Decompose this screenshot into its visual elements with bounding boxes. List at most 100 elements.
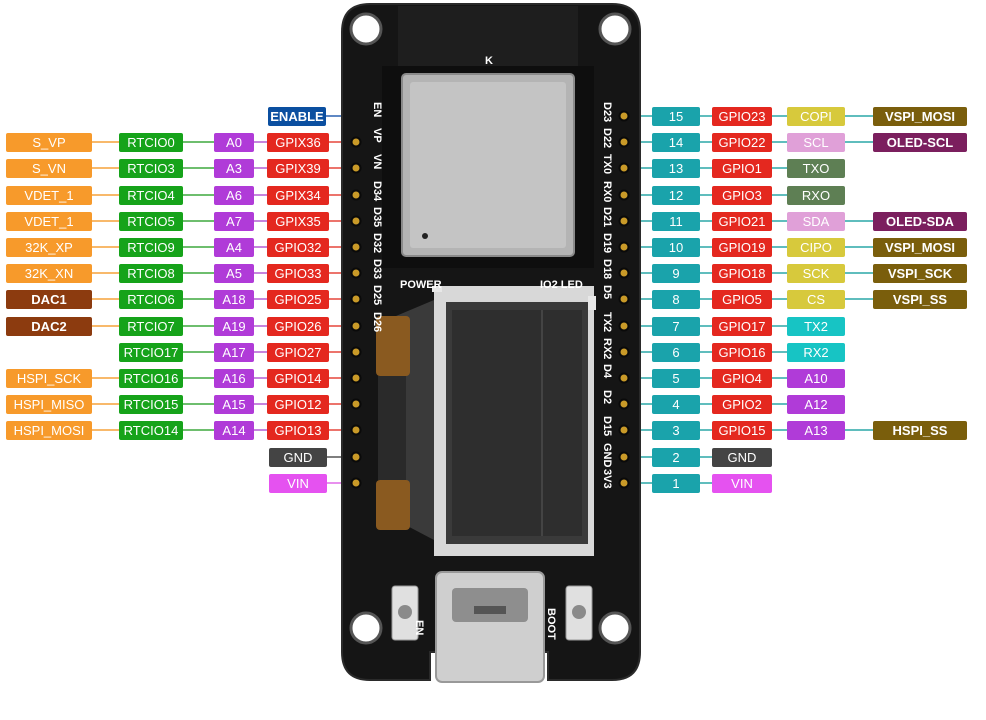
pin-tag-orange: HSPI_SCK bbox=[6, 368, 92, 388]
pin-tag-purple: A15 bbox=[214, 394, 254, 414]
pin-tag-red: GPIO2 bbox=[712, 394, 772, 414]
pin-tag-navy: ENABLE bbox=[268, 106, 326, 126]
silk-label-right: D19 bbox=[601, 233, 613, 254]
mounting-hole bbox=[598, 611, 632, 645]
header-pin bbox=[618, 267, 630, 279]
boot-button-cap bbox=[572, 605, 586, 619]
pin-tag-purple: A19 bbox=[214, 316, 254, 336]
antenna-area bbox=[398, 6, 578, 68]
pin-tag-darkgreen: RXO bbox=[787, 185, 845, 205]
header-pin bbox=[350, 320, 362, 332]
silk-label-right: RX2 bbox=[601, 338, 613, 360]
silk-label-right: D4 bbox=[601, 364, 613, 379]
silk-en: EN bbox=[413, 620, 425, 636]
header-pin bbox=[618, 189, 630, 201]
header-pin bbox=[618, 162, 630, 174]
pin-tag-red: GPIX36 bbox=[267, 132, 329, 152]
silk-label-right: GND bbox=[601, 443, 613, 468]
header-pin bbox=[618, 320, 630, 332]
mounting-hole bbox=[349, 611, 383, 645]
shield-inner bbox=[410, 82, 566, 248]
header-pin bbox=[618, 424, 630, 436]
pin-tag-olive: HSPI_SS bbox=[873, 420, 967, 440]
pin-tag-purple: A16 bbox=[214, 368, 254, 388]
silk-io2-led: IO2 LED bbox=[540, 279, 583, 291]
pin-tag-pink: SDA bbox=[787, 211, 845, 231]
pin-tag-cyan: RX2 bbox=[787, 342, 845, 362]
pin-tag-purple: A14 bbox=[214, 420, 254, 440]
header-pin bbox=[350, 293, 362, 305]
header-pin bbox=[618, 398, 630, 410]
pin-tag-darkgreen: TXO bbox=[787, 158, 845, 178]
silk-label-left: EN bbox=[371, 102, 383, 118]
pin-tag-purple: A5 bbox=[214, 263, 254, 283]
pin-tag-red: GPIO1 bbox=[712, 158, 772, 178]
pin-tag-purple: A7 bbox=[214, 211, 254, 231]
pin-tag-red: GPIX39 bbox=[267, 158, 329, 178]
silk-label-right: D22 bbox=[601, 128, 613, 149]
pin-tag-teal: 10 bbox=[652, 237, 700, 257]
pin-tag-red: GPIO5 bbox=[712, 289, 772, 309]
header-pin bbox=[618, 215, 630, 227]
power-led bbox=[432, 286, 442, 292]
pin1-dot bbox=[422, 233, 428, 239]
pin-tag-teal: 8 bbox=[652, 289, 700, 309]
pin-tag-teal: 11 bbox=[652, 211, 700, 231]
pin-tag-red: GPIO26 bbox=[267, 316, 329, 336]
pin-tag-orange: VDET_1 bbox=[6, 211, 92, 231]
en-button-cap bbox=[398, 605, 412, 619]
pin-tag-red: GPIO32 bbox=[267, 237, 329, 257]
header-pin bbox=[618, 136, 630, 148]
silk-label-left: D25 bbox=[371, 285, 383, 306]
pin-tag-teal: 4 bbox=[652, 394, 700, 414]
header-pin bbox=[618, 372, 630, 384]
pin-tag-red: GPIO33 bbox=[267, 263, 329, 283]
pin-tag-red: GPIO13 bbox=[267, 420, 329, 440]
pin-tag-purple: A0 bbox=[214, 132, 254, 152]
mounting-hole bbox=[598, 12, 632, 46]
pin-tag-yellow: COPI bbox=[787, 106, 845, 126]
silk-label-right: TX0 bbox=[601, 154, 613, 175]
pin-tag-green: RTCIO16 bbox=[119, 368, 183, 388]
pin-tag-red: GPIO17 bbox=[712, 316, 772, 336]
header-pin bbox=[350, 477, 362, 489]
pin-tag-red: GPIO19 bbox=[712, 237, 772, 257]
pin-tag-teal: 5 bbox=[652, 368, 700, 388]
pin-tag-yellow: SCK bbox=[787, 263, 845, 283]
header-pin bbox=[618, 293, 630, 305]
pin-tag-green: RTCIO0 bbox=[119, 132, 183, 152]
silk-label-right: D23 bbox=[601, 102, 613, 123]
pin-tag-red: GPIO12 bbox=[267, 394, 329, 414]
header-pin bbox=[350, 451, 362, 463]
pin-tag-red: GPIO3 bbox=[712, 185, 772, 205]
pin-tag-purple: A13 bbox=[787, 420, 845, 440]
pin-tag-teal: 15 bbox=[652, 106, 700, 126]
header-pin bbox=[350, 189, 362, 201]
pin-tag-brown: DAC1 bbox=[6, 289, 92, 309]
pin-tag-purple: A17 bbox=[214, 342, 254, 362]
silk-label-left: D26 bbox=[371, 312, 383, 333]
pin-tag-red: GPIO23 bbox=[712, 106, 772, 126]
pin-tag-purple: A3 bbox=[214, 158, 254, 178]
pin-tag-orange: S_VN bbox=[6, 158, 92, 178]
header-pin bbox=[350, 267, 362, 279]
pin-tag-red: GPIO21 bbox=[712, 211, 772, 231]
header-pin bbox=[350, 346, 362, 358]
oled-panel bbox=[452, 310, 582, 536]
usb-opening bbox=[452, 588, 528, 622]
pin-tag-orange: 32K_XP bbox=[6, 237, 92, 257]
pin-tag-purple: A18 bbox=[214, 289, 254, 309]
pin-tag-red: GPIO14 bbox=[267, 368, 329, 388]
pin-tag-red: GPIO22 bbox=[712, 132, 772, 152]
silk-label-right: 3V3 bbox=[601, 469, 613, 489]
pin-tag-olive: VSPI_SS bbox=[873, 289, 967, 309]
pin-tag-yellow: CIPO bbox=[787, 237, 845, 257]
pin-tag-teal: 7 bbox=[652, 316, 700, 336]
flex-dark bbox=[378, 376, 406, 480]
pin-tag-brown: DAC2 bbox=[6, 316, 92, 336]
pin-tag-green: RTCIO7 bbox=[119, 316, 183, 336]
pin-tag-green: RTCIO17 bbox=[119, 342, 183, 362]
pin-tag-orange: VDET_1 bbox=[6, 185, 92, 205]
